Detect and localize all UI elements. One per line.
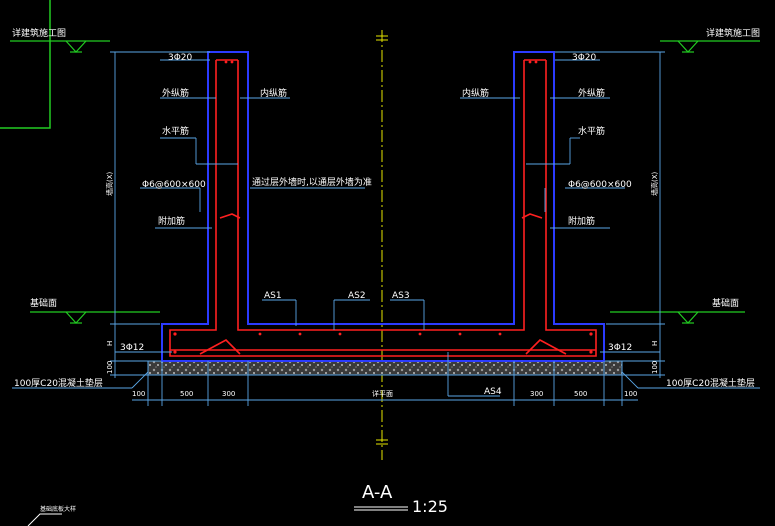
dim-center: 详平面 xyxy=(372,389,393,398)
dim-300-left: 300 xyxy=(222,390,235,398)
rebar-cage xyxy=(169,59,597,357)
structure-outline xyxy=(161,51,605,362)
label-horiz-bar-right: 水平筋 xyxy=(578,125,605,137)
dimension-lines xyxy=(12,51,760,406)
plan-outline xyxy=(0,0,51,129)
label-inner-bar-right: 内纵筋 xyxy=(462,87,489,99)
concrete-cushion xyxy=(147,360,623,376)
ground-level-symbols xyxy=(10,40,760,324)
label-height-right: 墙高(X) xyxy=(650,171,659,196)
label-cushion-left: 100厚C20混凝土垫层 xyxy=(14,377,103,389)
dim-500-right: 500 xyxy=(574,390,587,398)
label-as1: AS1 xyxy=(264,291,282,301)
dim-100-right: 100 xyxy=(624,390,637,398)
corner-note: 基础底板大样 xyxy=(40,505,76,513)
label-outer-bar-left: 外纵筋 xyxy=(162,87,189,99)
axis-ticks xyxy=(376,35,388,445)
label-base-left: 基础面 xyxy=(30,297,57,309)
label-cushion-h-right: 100 xyxy=(651,361,659,374)
label-h-left: H xyxy=(106,341,114,346)
label-h-right: H xyxy=(651,341,659,346)
label-add-bar-right: 附加筋 xyxy=(568,215,595,227)
label-rebar-top-right: 3Φ20 xyxy=(572,53,597,63)
label-tie-right: Φ6@600×600 xyxy=(568,180,632,190)
label-as3: AS3 xyxy=(392,291,410,301)
label-base-right: 基础面 xyxy=(712,297,739,309)
label-outer-bar-right: 外纵筋 xyxy=(578,87,605,99)
label-add-bar-left: 附加筋 xyxy=(158,215,185,227)
rebar-dots xyxy=(173,60,593,354)
dim-500-left: 500 xyxy=(180,390,193,398)
dim-300-right: 300 xyxy=(530,390,543,398)
label-note-center: 通过层外墙时,以通层外墙为准 xyxy=(252,176,372,188)
corner-fragment: 基础底板大样 xyxy=(27,505,76,526)
label-cushion-h-left: 100 xyxy=(106,361,114,374)
label-as4: AS4 xyxy=(484,387,502,397)
section-scale: 1:25 xyxy=(412,497,448,516)
label-height-left: 墙高(X) xyxy=(105,171,114,196)
section-title-group: A-A 1:25 xyxy=(354,482,448,516)
section-title: A-A xyxy=(362,482,393,503)
label-cushion-right: 100厚C20混凝土垫层 xyxy=(666,377,755,389)
label-rebar-top-left: 3Φ20 xyxy=(168,53,193,63)
label-inner-bar-left: 内纵筋 xyxy=(260,87,287,99)
label-bottom-bar-right: 3Φ12 xyxy=(608,343,632,353)
dim-100-left: 100 xyxy=(132,390,145,398)
label-horiz-bar-left: 水平筋 xyxy=(162,125,189,137)
label-tie-left: Φ6@600×600 xyxy=(142,180,206,190)
label-as2: AS2 xyxy=(348,291,366,301)
label-left-ground-top: 详建筑施工图 xyxy=(12,27,66,39)
label-right-ground-top: 详建筑施工图 xyxy=(706,27,760,39)
label-bottom-bar-left: 3Φ12 xyxy=(120,343,144,353)
